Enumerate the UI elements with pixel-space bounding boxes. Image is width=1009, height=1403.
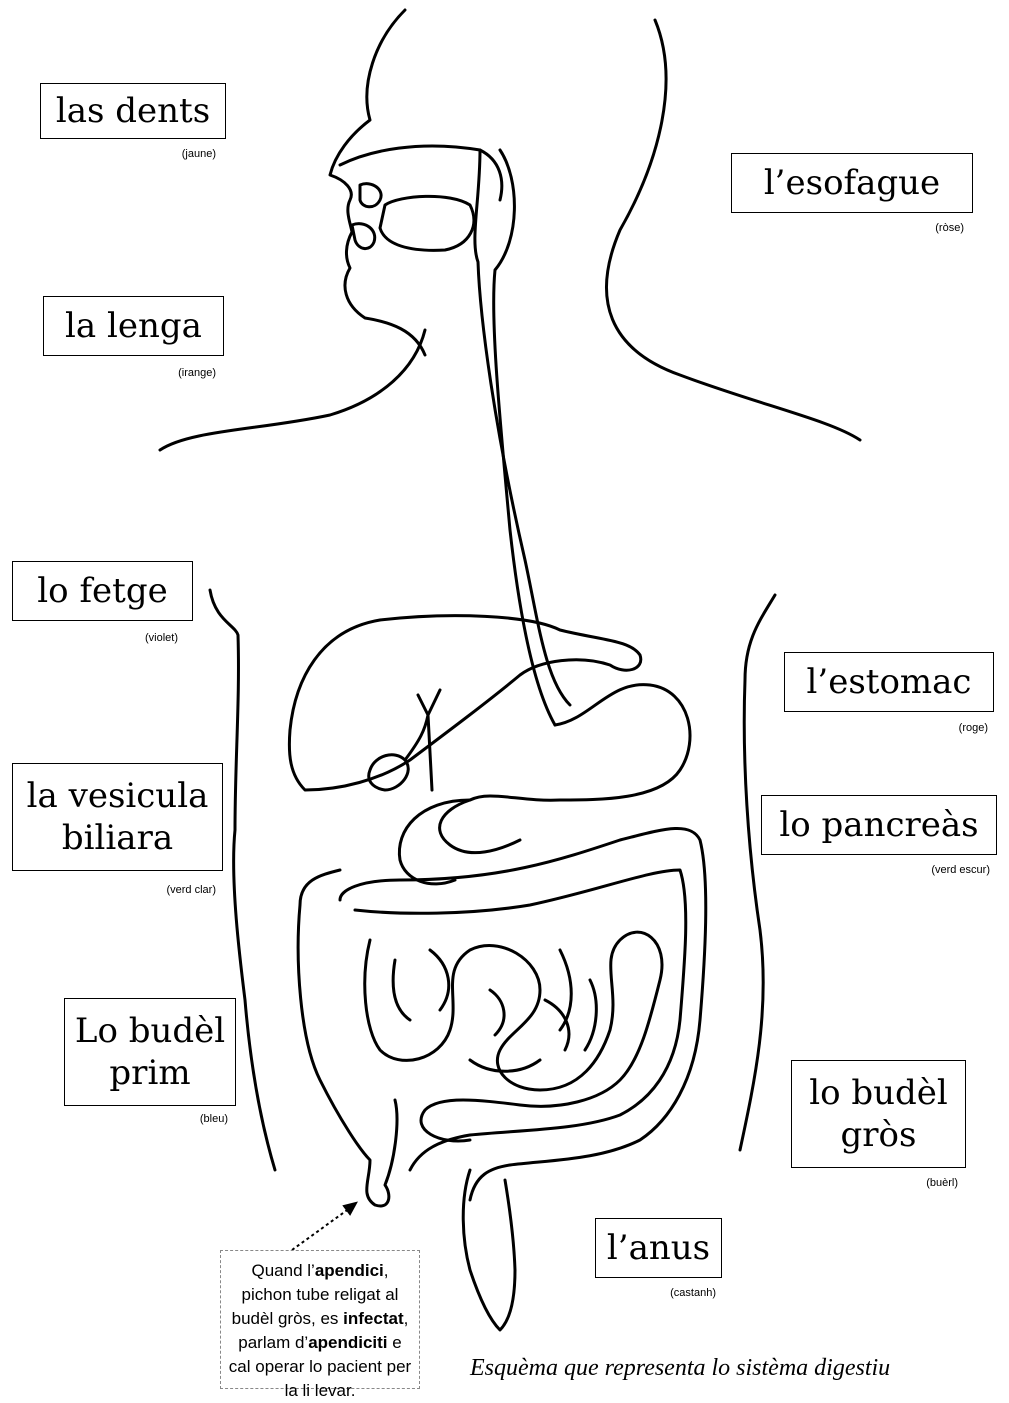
label-esophagus: l’esofague: [731, 153, 973, 213]
label-anus: l’anus: [595, 1218, 722, 1278]
label-tongue: la lenga: [43, 296, 224, 356]
label-pancreas: lo pancreàs: [761, 795, 997, 855]
label-stomach-color: (roge): [930, 722, 988, 734]
large-intestine-outer: [298, 870, 397, 1206]
label-small-intestine-color: (bleu): [180, 1113, 228, 1125]
label-tongue-color: (irange): [150, 367, 216, 379]
label-pancreas-color: (verd escur): [900, 864, 990, 876]
small-intestine: [365, 932, 662, 1141]
label-liver: lo fetge: [12, 561, 193, 621]
label-anus-color: (castanh): [640, 1287, 716, 1299]
transverse-colon: [355, 870, 686, 1170]
torso-right: [740, 595, 775, 1150]
lower-teeth: [352, 224, 375, 249]
note-bold-apendiciti: apendiciti: [308, 1333, 387, 1352]
note-text-1: Quand l’: [251, 1261, 314, 1280]
note-bold-infectat: infectat: [343, 1309, 403, 1328]
neck-right: [607, 20, 861, 440]
appendix-arrow: [292, 1208, 350, 1250]
head-outline: [330, 10, 425, 355]
label-teeth: las dents: [40, 83, 226, 139]
upper-teeth: [360, 184, 381, 207]
oral-cavity: [380, 196, 474, 250]
liver: [289, 616, 640, 790]
label-liver-color: (violet): [110, 632, 178, 644]
label-stomach: l’estomac: [784, 652, 994, 712]
esophagus-left: [494, 150, 555, 725]
duodenum: [399, 800, 470, 884]
appendix-note: Quand l’apendici, pichon tube religat al…: [220, 1250, 420, 1389]
label-large-intestine-color: (buèrl): [900, 1177, 958, 1189]
label-gallbladder-color: (verd clar): [140, 884, 216, 896]
label-teeth-color: (jaune): [150, 148, 216, 160]
note-bold-apendici: apendici: [315, 1261, 384, 1280]
diagram-caption: Esquèma que representa lo sistèma digest…: [470, 1355, 890, 1382]
arrow-head: [344, 1203, 356, 1214]
label-esophagus-color: (ròse): [900, 222, 964, 234]
small-intestine-loops: [393, 950, 596, 1071]
